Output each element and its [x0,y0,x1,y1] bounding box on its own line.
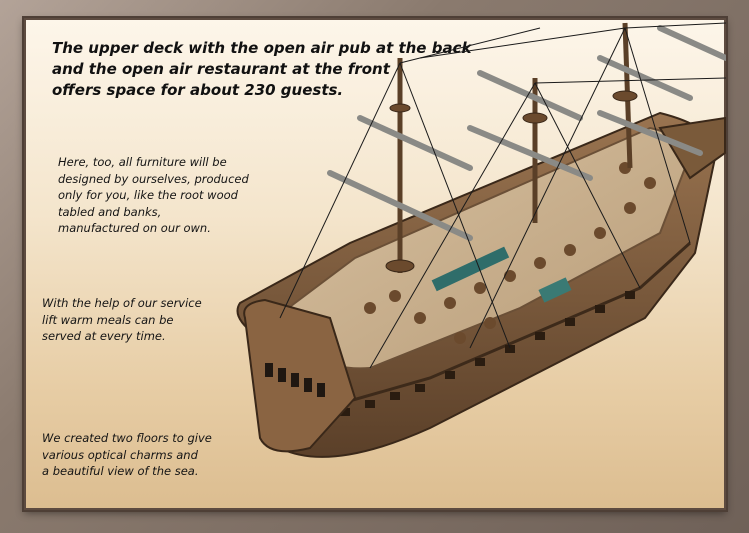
lift-line-1: With the help of our service [42,296,202,310]
furniture-line-2: designed by ourselves, produced [58,171,249,186]
lift-line-3: served at every time. [42,329,166,343]
mast-yards [327,25,726,241]
furniture-line-3: only for you, like the root wood [58,188,238,202]
floors-line-1: We created two floors to give [42,431,212,445]
furniture-line-1: Here, too, all furniture will be [58,155,227,169]
furniture-line-5: manufactured on our own. [58,221,211,235]
ship-illustration [236,22,726,458]
ship-rigging [279,22,726,369]
mast-tops [385,90,638,273]
headline: The upper deck with the open air pub at … [52,38,492,101]
headline-line-1: The upper deck with the open air pub at … [52,39,472,57]
floors-line-3: a beautiful view of the sea. [42,464,199,478]
service-lift [538,277,572,303]
floors-paragraph: We created two floors to give various op… [42,430,267,480]
furniture-line-4: tabled and banks, [58,204,162,219]
lift-paragraph: With the help of our service lift warm m… [42,295,242,345]
headline-line-2: and the open air restaurant at the front [52,60,390,78]
content-panel: The upper deck with the open air pub at … [24,18,726,510]
stern-castle [243,298,357,453]
stern-windows [265,363,325,397]
deck-tables [364,162,656,344]
furniture-paragraph: Here, too, all furniture will be designe… [58,154,273,237]
headline-line-3: offers space for about 230 guests. [52,81,344,99]
bar-counter [431,246,510,292]
lift-line-2: lift warm meals can be [42,312,174,327]
gunports [340,291,635,416]
floors-line-2: various optical charms and [42,447,198,462]
